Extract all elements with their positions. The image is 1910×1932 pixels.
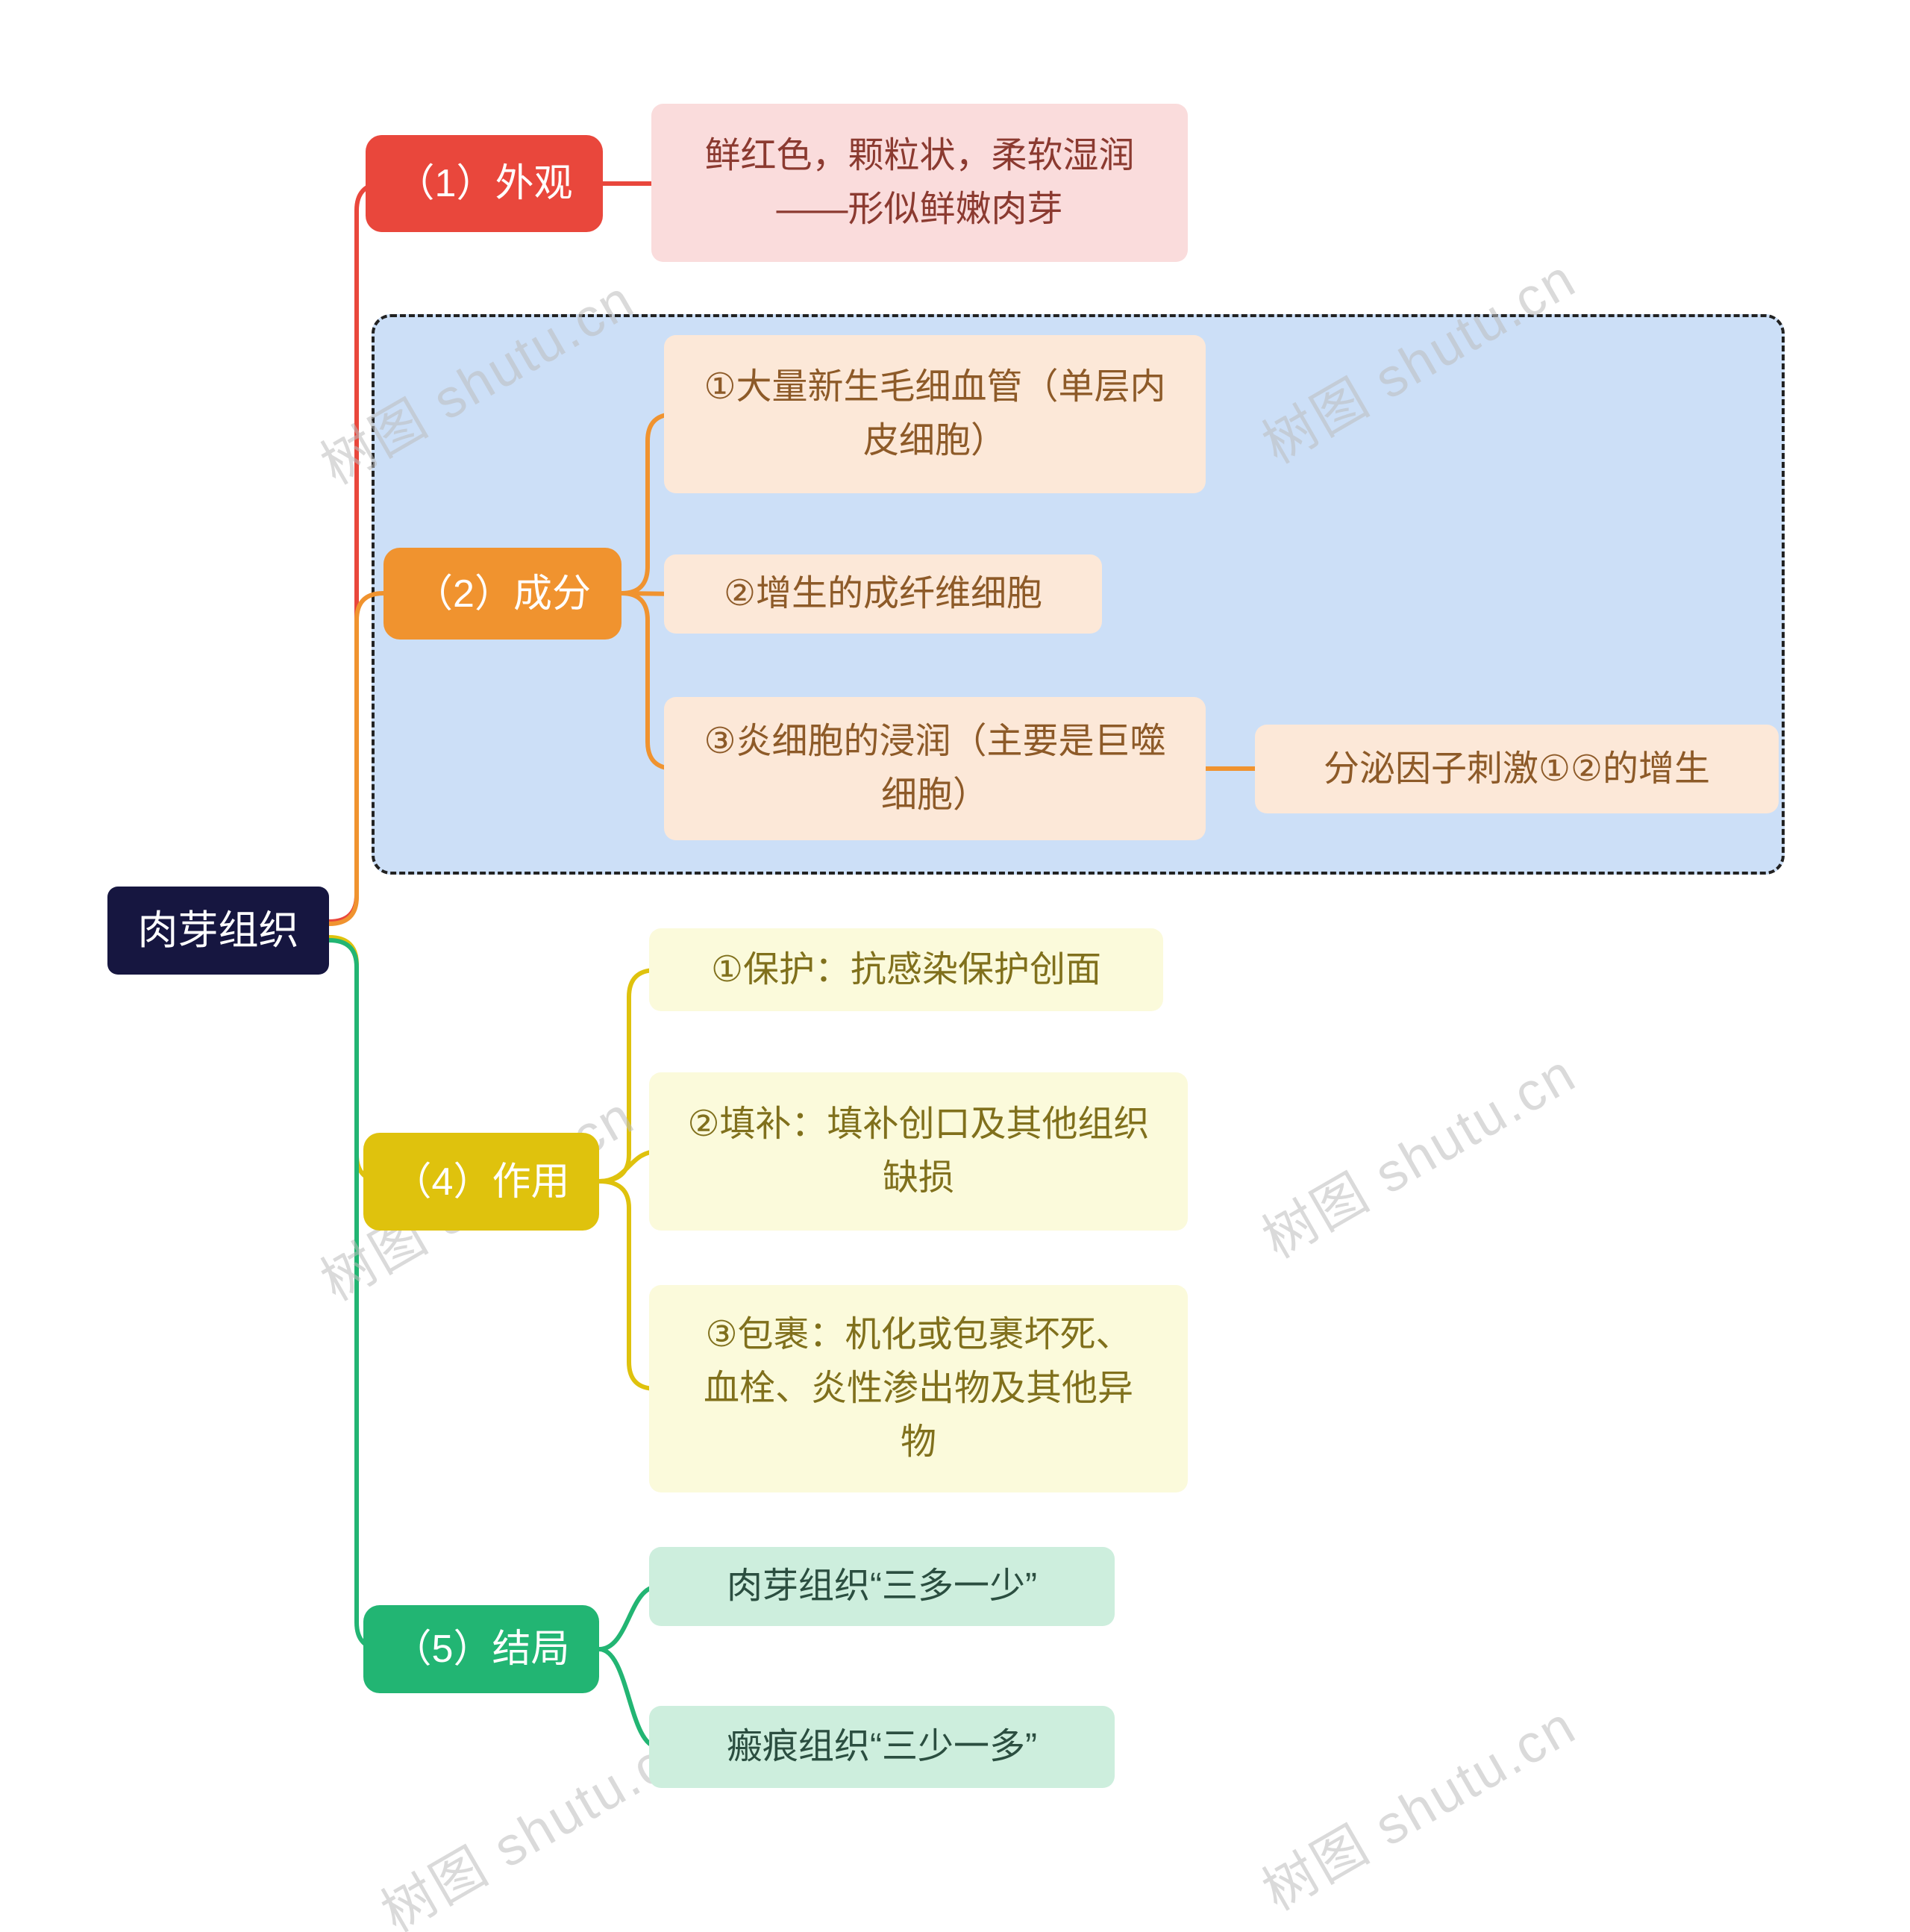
- branch-composition[interactable]: （2）成分: [383, 548, 621, 640]
- branch-appearance-label: （1）外观: [395, 162, 573, 205]
- root-node-label: 肉芽组织: [137, 907, 299, 953]
- leaf-filling-text: ②填补：填补创口及其他组织缺损: [687, 1104, 1150, 1198]
- leaf-scar-tissue-outcome-text: 瘢痕组织“三少一多”: [727, 1727, 1037, 1766]
- leaf-capillaries-text: ①大量新生毛细血管（单层内皮细胞）: [704, 367, 1166, 460]
- leaf-fibroblasts[interactable]: ②增生的成纤维细胞: [664, 554, 1102, 634]
- leaf-capillaries[interactable]: ①大量新生毛细血管（单层内皮细胞）: [664, 335, 1206, 493]
- branch-outcome-label: （5）结局: [392, 1628, 570, 1671]
- leaf-appearance-description[interactable]: 鲜红色，颗粒状，柔软湿润——形似鲜嫩肉芽: [651, 104, 1188, 262]
- branch-function-label: （4）作用: [392, 1160, 570, 1204]
- leaf-filling[interactable]: ②填补：填补创口及其他组织缺损: [649, 1072, 1188, 1231]
- leaf-granulation-tissue-outcome[interactable]: 肉芽组织“三多一少”: [649, 1547, 1115, 1626]
- leaf-encapsulation-text: ③包裹：机化或包裹坏死、血栓、炎性渗出物及其他异物: [703, 1315, 1133, 1462]
- branch-composition-label: （2）成分: [414, 572, 591, 616]
- leaf-protection[interactable]: ①保护：抗感染保护创面: [649, 928, 1163, 1011]
- leaf-encapsulation[interactable]: ③包裹：机化或包裹坏死、血栓、炎性渗出物及其他异物: [649, 1285, 1188, 1492]
- leaf-fibroblasts-text: ②增生的成纤维细胞: [723, 574, 1043, 613]
- leaf-scar-tissue-outcome[interactable]: 瘢痕组织“三少一多”: [649, 1706, 1115, 1788]
- leaf-granulation-tissue-outcome-text: 肉芽组织“三多一少”: [727, 1566, 1037, 1606]
- leaf-inflammatory-cells[interactable]: ③炎细胞的浸润（主要是巨噬细胞）: [664, 697, 1206, 840]
- leaf-secreted-factors[interactable]: 分泌因子刺激①②的增生: [1255, 725, 1779, 813]
- branch-outcome[interactable]: （5）结局: [363, 1605, 599, 1693]
- branch-function[interactable]: （4）作用: [363, 1133, 599, 1231]
- leaf-appearance-description-text: 鲜红色，颗粒状，柔软湿润——形似鲜嫩肉芽: [704, 136, 1135, 229]
- branch-appearance[interactable]: （1）外观: [366, 135, 603, 232]
- root-node-granulation-tissue[interactable]: 肉芽组织: [107, 887, 329, 975]
- leaf-protection-text: ①保护：抗感染保护创面: [710, 949, 1102, 990]
- leaf-inflammatory-cells-text: ③炎细胞的浸润（主要是巨噬细胞）: [704, 722, 1166, 815]
- leaf-secreted-factors-text: 分泌因子刺激①②的增生: [1323, 748, 1711, 789]
